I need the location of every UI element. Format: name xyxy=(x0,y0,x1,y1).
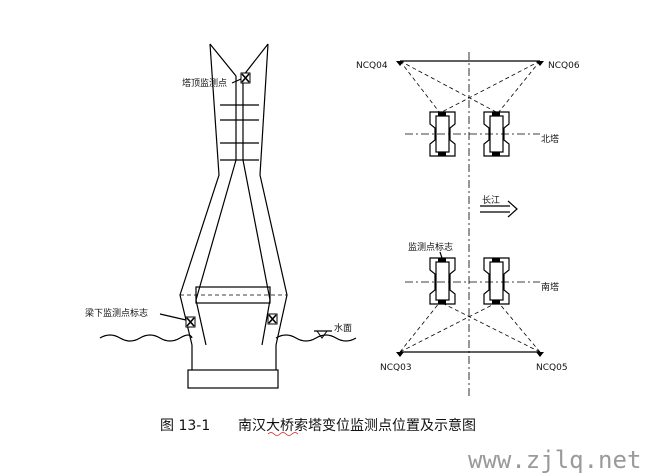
plan-view: NCQ04 NCQ06 NCQ03 NCQ05 北塔 南塔 长江 监测点标志 xyxy=(356,52,580,398)
monitor-mark-leader xyxy=(439,251,443,259)
under-beam-mark-label: 梁下监测点标志 xyxy=(85,307,148,319)
sight-lines-south xyxy=(399,301,541,353)
tower-top-point-icon xyxy=(240,72,251,84)
north-tower-plan xyxy=(405,111,540,157)
north-tower-right-column xyxy=(483,111,510,157)
monitor-mark-label: 监测点标志 xyxy=(408,241,453,253)
station-ncq05-label: NCQ05 xyxy=(536,363,568,373)
station-ncq06-icon xyxy=(536,61,544,66)
yangtze-label: 长江 xyxy=(482,194,500,206)
station-ncq06-label: NCQ06 xyxy=(548,61,580,71)
south-tower-plan xyxy=(405,257,540,305)
station-ncq03-label: NCQ03 xyxy=(380,363,412,373)
under-beam-right-point-icon xyxy=(267,313,278,325)
tower-left-leg-outer xyxy=(179,43,220,346)
north-tower-label: 北塔 xyxy=(541,133,559,145)
tower-v-right xyxy=(242,43,269,77)
tower-left-leg-inner xyxy=(195,159,237,346)
under-beam-leader xyxy=(159,313,187,321)
station-ncq03-icon xyxy=(396,352,404,357)
station-ncq05-icon xyxy=(536,352,544,357)
caption-title: 南汉大桥索塔变位监测点位置及示意图 xyxy=(238,417,476,434)
water-wave-left xyxy=(99,334,193,342)
north-tower-left-column xyxy=(429,111,456,157)
river-flow-arrow-icon xyxy=(480,200,518,218)
tower-right-leg-inner xyxy=(242,159,271,346)
tower-v-left xyxy=(209,43,237,77)
south-tower-label: 南塔 xyxy=(541,281,559,293)
south-tower-left-column xyxy=(429,257,456,305)
station-ncq04-label: NCQ04 xyxy=(356,61,388,71)
south-tower-right-column xyxy=(483,257,510,305)
tower-top-point-label: 塔顶监测点 xyxy=(182,77,227,89)
tower-right-leg-outer xyxy=(259,43,288,346)
station-ncq04-icon xyxy=(396,61,404,66)
sight-lines-north xyxy=(399,60,541,114)
under-beam-left-point-icon xyxy=(185,316,196,328)
tower-elevation: 塔顶监测点 梁下监测点标志 水面 xyxy=(85,43,357,389)
watermark: www.zjlq.net xyxy=(468,446,641,474)
caption-number: 图 13-1 xyxy=(160,418,210,434)
figure-caption: 图 13-1 南汉大桥索塔变位监测点位置及示意图 xyxy=(160,417,476,436)
caption-underline xyxy=(267,432,299,436)
water-surface-label: 水面 xyxy=(334,322,352,334)
tower-foundation xyxy=(187,369,279,389)
water-wave-right xyxy=(275,334,357,342)
tower-top-leader xyxy=(231,78,242,84)
